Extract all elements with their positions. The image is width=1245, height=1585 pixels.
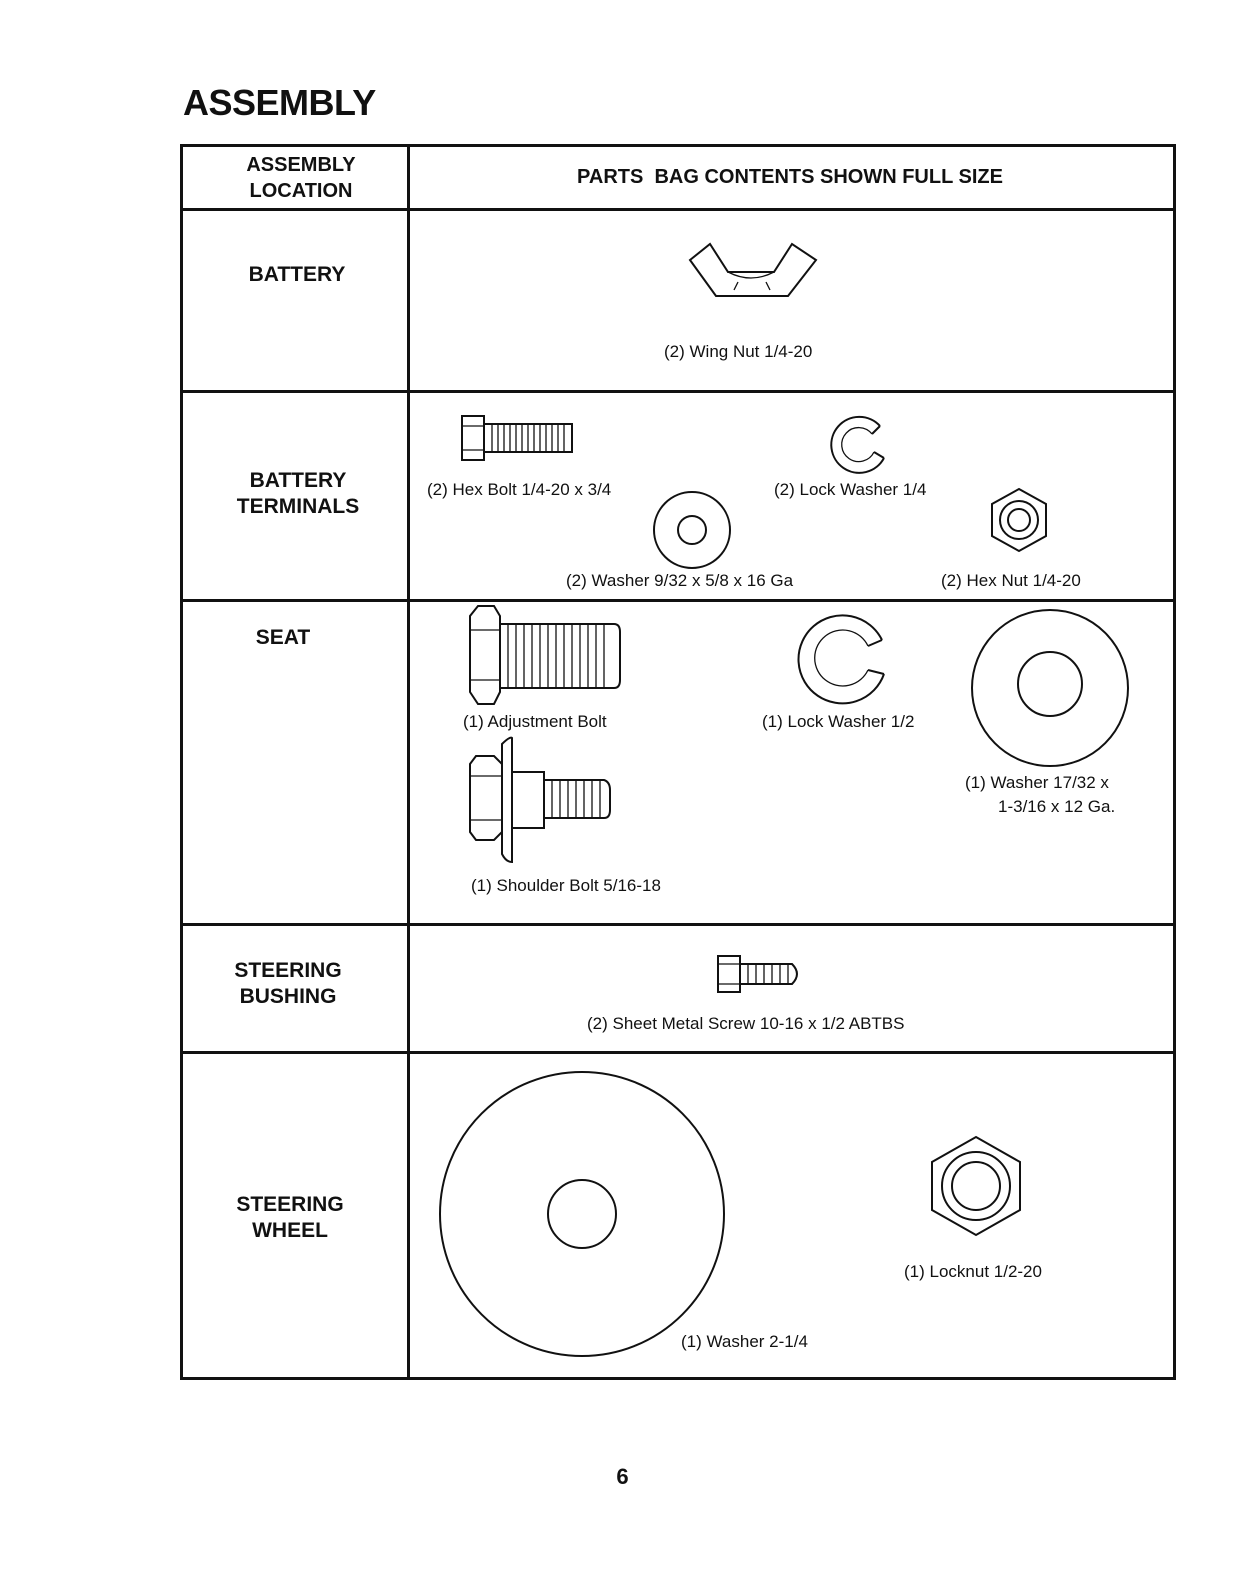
page-title: ASSEMBLY [183, 82, 376, 123]
location-steering-bushing: STEERING BUSHING [234, 959, 342, 1008]
part-caption-lock-washer-1-4: (2) Lock Washer 1/4 [774, 480, 927, 499]
header-parts-bag-contents: PARTS BAG CONTENTS SHOWN FULL SIZE [577, 166, 1003, 188]
row-divider [183, 1051, 1173, 1054]
part-caption-washer-17-32: (1) Washer 17/32 x [965, 773, 1109, 792]
row-divider [183, 599, 1173, 602]
row-divider [183, 208, 1173, 211]
adjustment-bolt-icon [469, 605, 621, 705]
part-caption-lock-washer-1-2: (1) Lock Washer 1/2 [762, 712, 915, 731]
part-caption-hex-bolt: (2) Hex Bolt 1/4-20 x 3/4 [427, 480, 612, 499]
column-divider [407, 147, 410, 1377]
lock-washer-icon [797, 614, 885, 705]
part-caption-locknut: (1) Locknut 1/2-20 [904, 1262, 1042, 1281]
shoulder-bolt-icon [469, 736, 611, 864]
part-caption-adjustment-bolt: (1) Adjustment Bolt [463, 712, 607, 731]
part-caption-shoulder-bolt: (1) Shoulder Bolt 5/16-18 [471, 876, 661, 895]
part-caption-wing-nut: (2) Wing Nut 1/4-20 [664, 342, 813, 361]
locknut-icon [931, 1135, 1021, 1237]
header-assembly-location: ASSEMBLY LOCATION [246, 154, 356, 202]
hex-nut-icon [991, 487, 1047, 553]
page-number: 6 [616, 1464, 629, 1489]
washer-icon [653, 491, 731, 569]
location-seat: SEAT [255, 626, 311, 649]
sheet-metal-screw-icon [717, 955, 798, 993]
lock-washer-icon [830, 415, 885, 474]
location-battery-terminals: BATTERY TERMINALS [236, 469, 360, 518]
part-caption-hex-nut: (2) Hex Nut 1/4-20 [941, 571, 1081, 590]
large-washer-icon [439, 1071, 725, 1357]
part-caption-washer-17-32-line2: 1-3/16 x 12 Ga. [998, 797, 1116, 816]
row-divider [183, 923, 1173, 926]
parts-table [180, 144, 1176, 1380]
wing-nut-icon [688, 242, 818, 297]
location-battery: BATTERY [248, 263, 346, 286]
hex-bolt-icon [461, 415, 573, 461]
washer-icon [971, 609, 1129, 767]
part-caption-sheet-metal-screw: (2) Sheet Metal Screw 10-16 x 1/2 ABTBS [587, 1014, 905, 1033]
part-caption-washer-9-32: (2) Washer 9/32 x 5/8 x 16 Ga [566, 571, 794, 590]
row-divider [183, 390, 1173, 393]
part-caption-washer-2-1-4: (1) Washer 2-1/4 [681, 1332, 808, 1351]
location-steering-wheel: STEERING WHEEL [236, 1193, 344, 1242]
